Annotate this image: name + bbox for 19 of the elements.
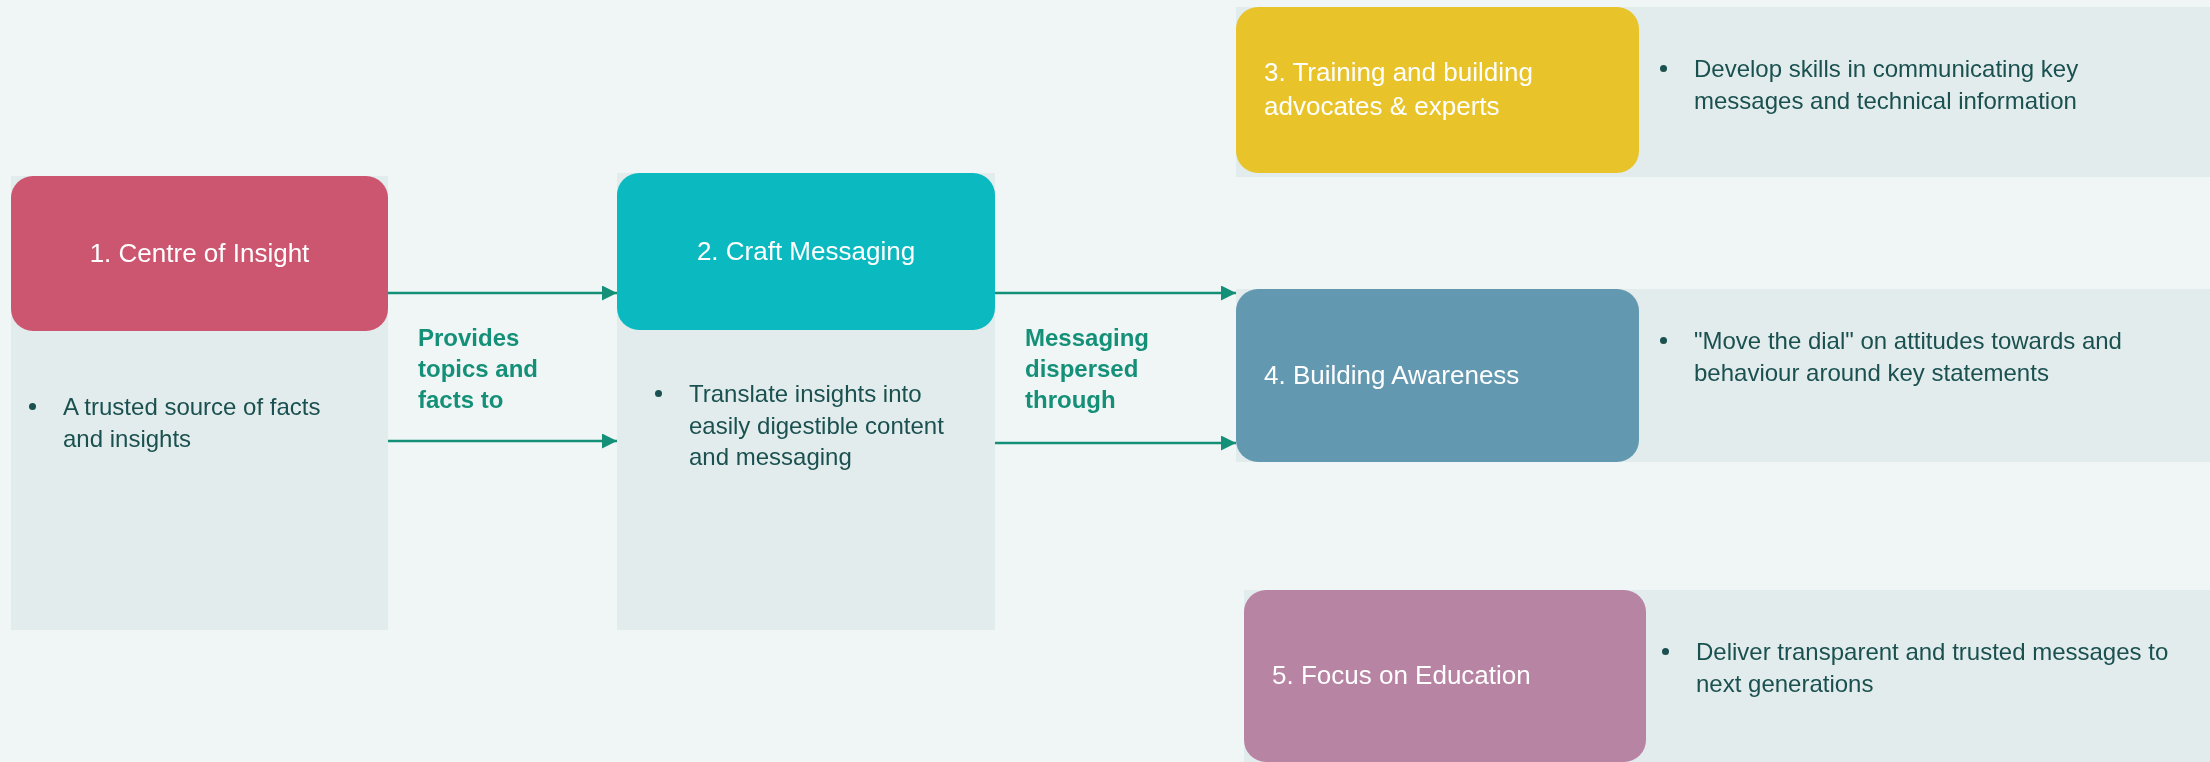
card-header: 3. Training and building advocates & experts [1236, 7, 1639, 173]
card-panel [617, 173, 995, 630]
card-header: 4. Building Awareness [1236, 289, 1639, 462]
card-header: 5. Focus on Education [1244, 590, 1646, 762]
card-panel [11, 176, 388, 630]
card-header: 1. Centre of Insight [11, 176, 388, 331]
arrow [995, 285, 1236, 301]
bullet-text: "Move the dial" on attitudes towards and behaviour around key statements [1694, 326, 2123, 388]
bullet-text: A trusted source of facts and insights [63, 392, 322, 454]
card-panel [1236, 7, 2210, 177]
bullet-text: Develop skills in communicating key messages and technical information [1694, 54, 2080, 116]
bullet-text: Deliver transparent and trusted messages to next generations [1696, 637, 2170, 699]
card-header: 2. Craft Messaging [617, 173, 995, 330]
arrow [388, 433, 617, 449]
card-panel [1244, 590, 2210, 762]
arrow [995, 435, 1236, 451]
arrow [388, 285, 617, 301]
bullet-text: Translate insights into easily digestible content and messaging [689, 379, 945, 473]
card-panel [1236, 289, 2210, 462]
